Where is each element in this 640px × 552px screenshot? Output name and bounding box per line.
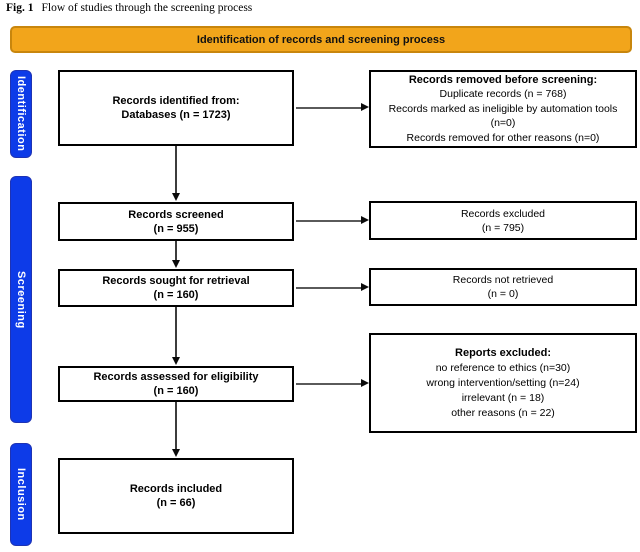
arrowhead-right-icon <box>361 283 369 291</box>
box-records-removed: Records removed before screening: Duplic… <box>369 70 637 148</box>
box-line: (n = 955) <box>153 222 199 235</box>
banner-identification-process: Identification of records and screening … <box>10 26 632 53</box>
box-records-assessed: Records assessed for eligibility (n = 16… <box>58 366 294 402</box>
box-reports-excluded: Reports excluded: no reference to ethics… <box>369 333 637 433</box>
arrow-line-assessed-to-included <box>175 402 177 450</box>
box-line: (n = 0) <box>487 288 519 300</box>
box-line: Records excluded <box>460 207 546 220</box>
box-line: (n = 66) <box>156 497 196 509</box>
box-line: Records screened <box>128 208 224 221</box>
banner-label: Identification of records and screening … <box>196 33 446 46</box>
box-records-screened: Records screened (n = 955) <box>58 202 294 241</box>
box-line: Records identified from: <box>112 95 240 107</box>
stage-bar-inclusion: Inclusion <box>10 443 32 546</box>
arrow-line-screened-to-excluded <box>296 220 362 222</box>
arrowhead-right-icon <box>361 216 369 224</box>
figure-caption: Fig. 1 Flow of studies through the screen… <box>6 2 252 14</box>
arrow-line-sought-to-assessed <box>175 307 177 358</box>
arrowhead-right-icon <box>361 379 369 387</box>
box-line: other reasons (n = 22) <box>451 406 555 419</box>
arrowhead-down-icon <box>171 260 180 268</box>
box-line: (n = 160) <box>153 289 199 301</box>
box-line: Records sought for retrieval <box>102 275 250 287</box>
figure-number: Fig. 1 <box>6 2 34 14</box>
stage-label-screening: Screening <box>15 270 27 329</box>
stage-bar-identification: Identification <box>10 70 32 158</box>
box-records-identified: Records identified from: Databases (n = … <box>58 70 294 146</box>
box-line: no reference to ethics (n=30) <box>435 361 571 374</box>
stage-label-identification: Identification <box>15 76 27 152</box>
box-records-sought: Records sought for retrieval (n = 160) <box>58 269 294 307</box>
box-line: irrelevant (n = 18) <box>461 391 545 404</box>
arrowhead-down-icon <box>171 193 180 201</box>
box-line: Databases (n = 1723) <box>121 109 231 121</box>
box-line: Records removed for other reasons (n=0) <box>406 131 600 144</box>
box-line: Records not retrieved <box>452 274 554 286</box>
stage-label-inclusion: Inclusion <box>15 468 27 521</box>
box-line: (n = 795) <box>481 221 525 234</box>
arrow-line-screened-to-sought <box>175 241 177 261</box>
arrowhead-down-icon <box>171 449 180 457</box>
box-records-not-retrieved: Records not retrieved (n = 0) <box>369 268 637 306</box>
stage-bar-screening: Screening <box>10 176 32 423</box>
figure-title: Flow of studies through the screening pr… <box>41 2 253 14</box>
box-line: (n = 160) <box>153 385 199 397</box>
box-line: Records assessed for eligibility <box>93 371 259 383</box>
arrowhead-down-icon <box>171 357 180 365</box>
box-line: wrong intervention/setting (n=24) <box>426 376 580 389</box>
box-records-excluded: Records excluded (n = 795) <box>369 201 637 240</box>
box-records-included: Records included (n = 66) <box>58 458 294 534</box>
arrow-line-assessed-to-reports <box>296 383 362 385</box>
arrow-line-identified-to-removed <box>296 107 362 109</box>
box-line: Records included <box>129 483 223 495</box>
box-line: Duplicate records (n = 768) <box>439 88 567 101</box>
arrowhead-right-icon <box>361 103 369 111</box>
arrow-line-sought-to-notretrieved <box>296 287 362 289</box>
box-line: Records marked as ineligible by automati… <box>388 102 618 115</box>
box-title: Reports excluded: <box>455 346 551 359</box>
arrow-line-identified-to-screened <box>175 146 177 194</box>
box-line: (n=0) <box>490 117 516 130</box>
box-title: Records removed before screening: <box>408 73 598 86</box>
